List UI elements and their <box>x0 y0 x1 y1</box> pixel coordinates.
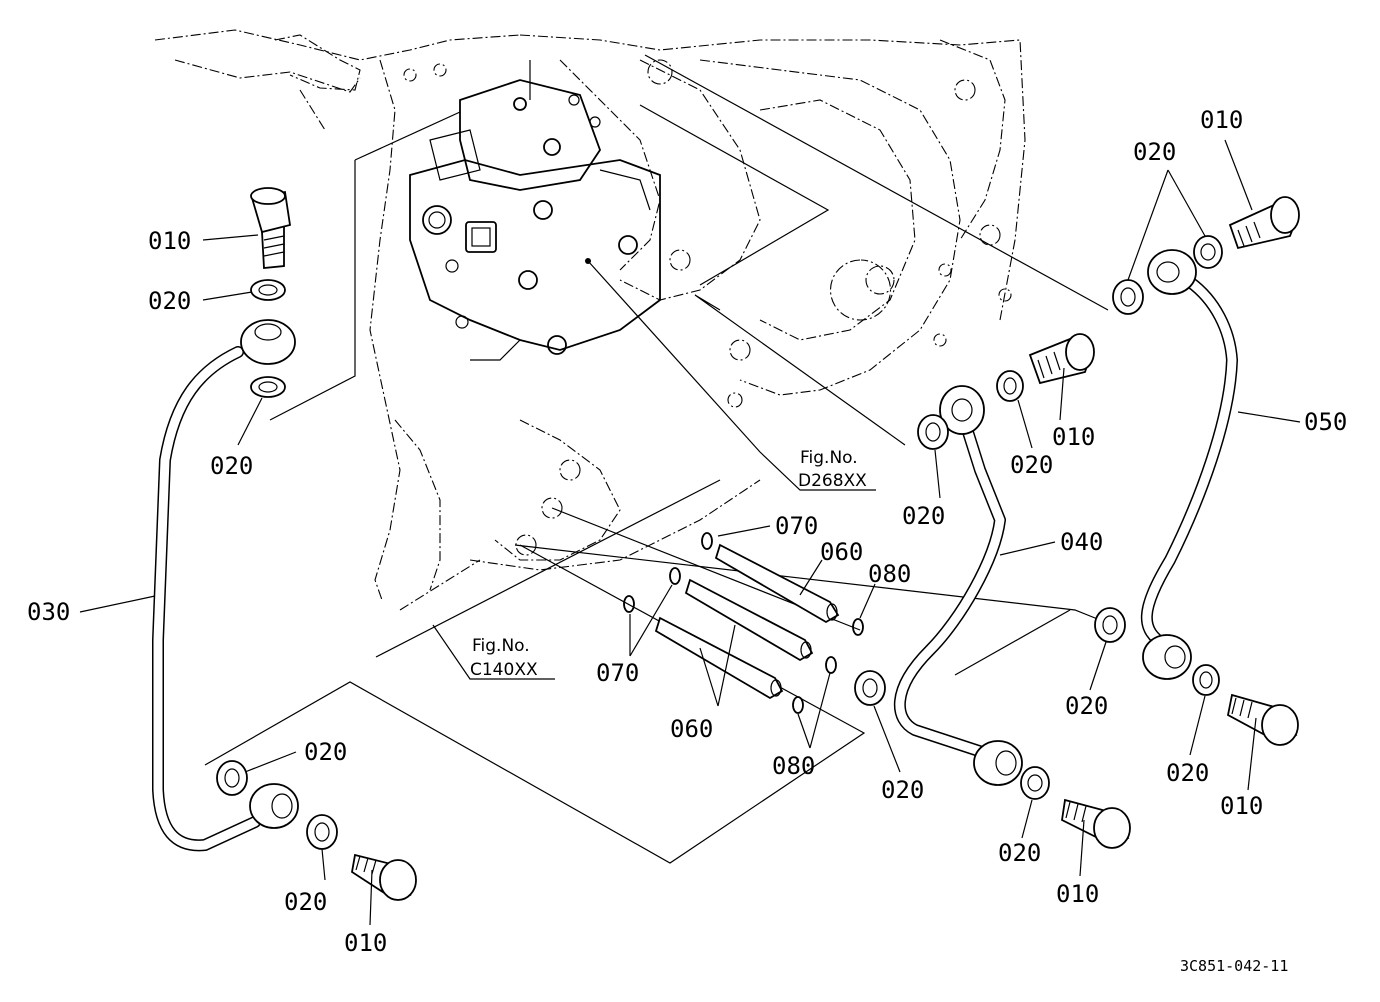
callout-010-c: 010 <box>1200 106 1243 134</box>
drawing-code: 3C851-042-11 <box>1180 957 1288 975</box>
figure-references: Fig.No. D268XX Fig.No. C140XX <box>470 448 867 680</box>
callout-070-b: 070 <box>596 659 639 687</box>
callout-080-a: 080 <box>868 560 911 588</box>
callout-010-e: 010 <box>1220 792 1263 820</box>
fig-ref-c140-line1: Fig.No. <box>472 636 530 656</box>
washers <box>216 235 1223 850</box>
callout-020-c: 020 <box>304 738 347 766</box>
callout-labels: 010 020 020 030 020 020 010 040 050 020 … <box>27 106 1347 957</box>
callout-020-d: 020 <box>284 888 327 916</box>
callout-060-b: 060 <box>670 715 713 743</box>
o-rings <box>623 532 864 714</box>
callout-020-i: 020 <box>1065 692 1108 720</box>
callout-020-j: 020 <box>1166 759 1209 787</box>
callout-020-e: 020 <box>1133 138 1176 166</box>
callout-070-a: 070 <box>775 512 818 540</box>
callout-020-g: 020 <box>902 502 945 530</box>
callout-040: 040 <box>1060 528 1103 556</box>
callout-010-b: 010 <box>344 929 387 957</box>
callout-050: 050 <box>1304 408 1347 436</box>
fig-ref-d268-line2: D268XX <box>798 471 867 491</box>
fig-ref-c140-line2: C140XX <box>470 660 538 680</box>
callout-020-k: 020 <box>998 839 1041 867</box>
dowel-pipes <box>654 543 840 700</box>
reference-lines <box>204 54 1109 864</box>
fuel-pipe-040 <box>893 385 1023 786</box>
callout-080-b: 080 <box>772 752 815 780</box>
fuel-pipe-050 <box>1140 249 1238 680</box>
callout-020-h: 020 <box>881 776 924 804</box>
engine-housing <box>154 29 1026 611</box>
callout-030: 030 <box>27 598 70 626</box>
fuel-pipe-030 <box>152 319 299 852</box>
injection-pump <box>409 79 661 361</box>
callout-leaders <box>79 139 1301 926</box>
fig-ref-d268-line1: Fig.No. <box>800 448 858 468</box>
callout-060-a: 060 <box>820 538 863 566</box>
callout-010-f: 010 <box>1056 880 1099 908</box>
callout-010-a: 010 <box>148 227 191 255</box>
eye-bolts <box>250 187 1300 901</box>
callout-010-d: 010 <box>1052 423 1095 451</box>
callout-020-a: 020 <box>148 287 191 315</box>
callout-020-f: 020 <box>1010 451 1053 479</box>
callout-020-b: 020 <box>210 452 253 480</box>
